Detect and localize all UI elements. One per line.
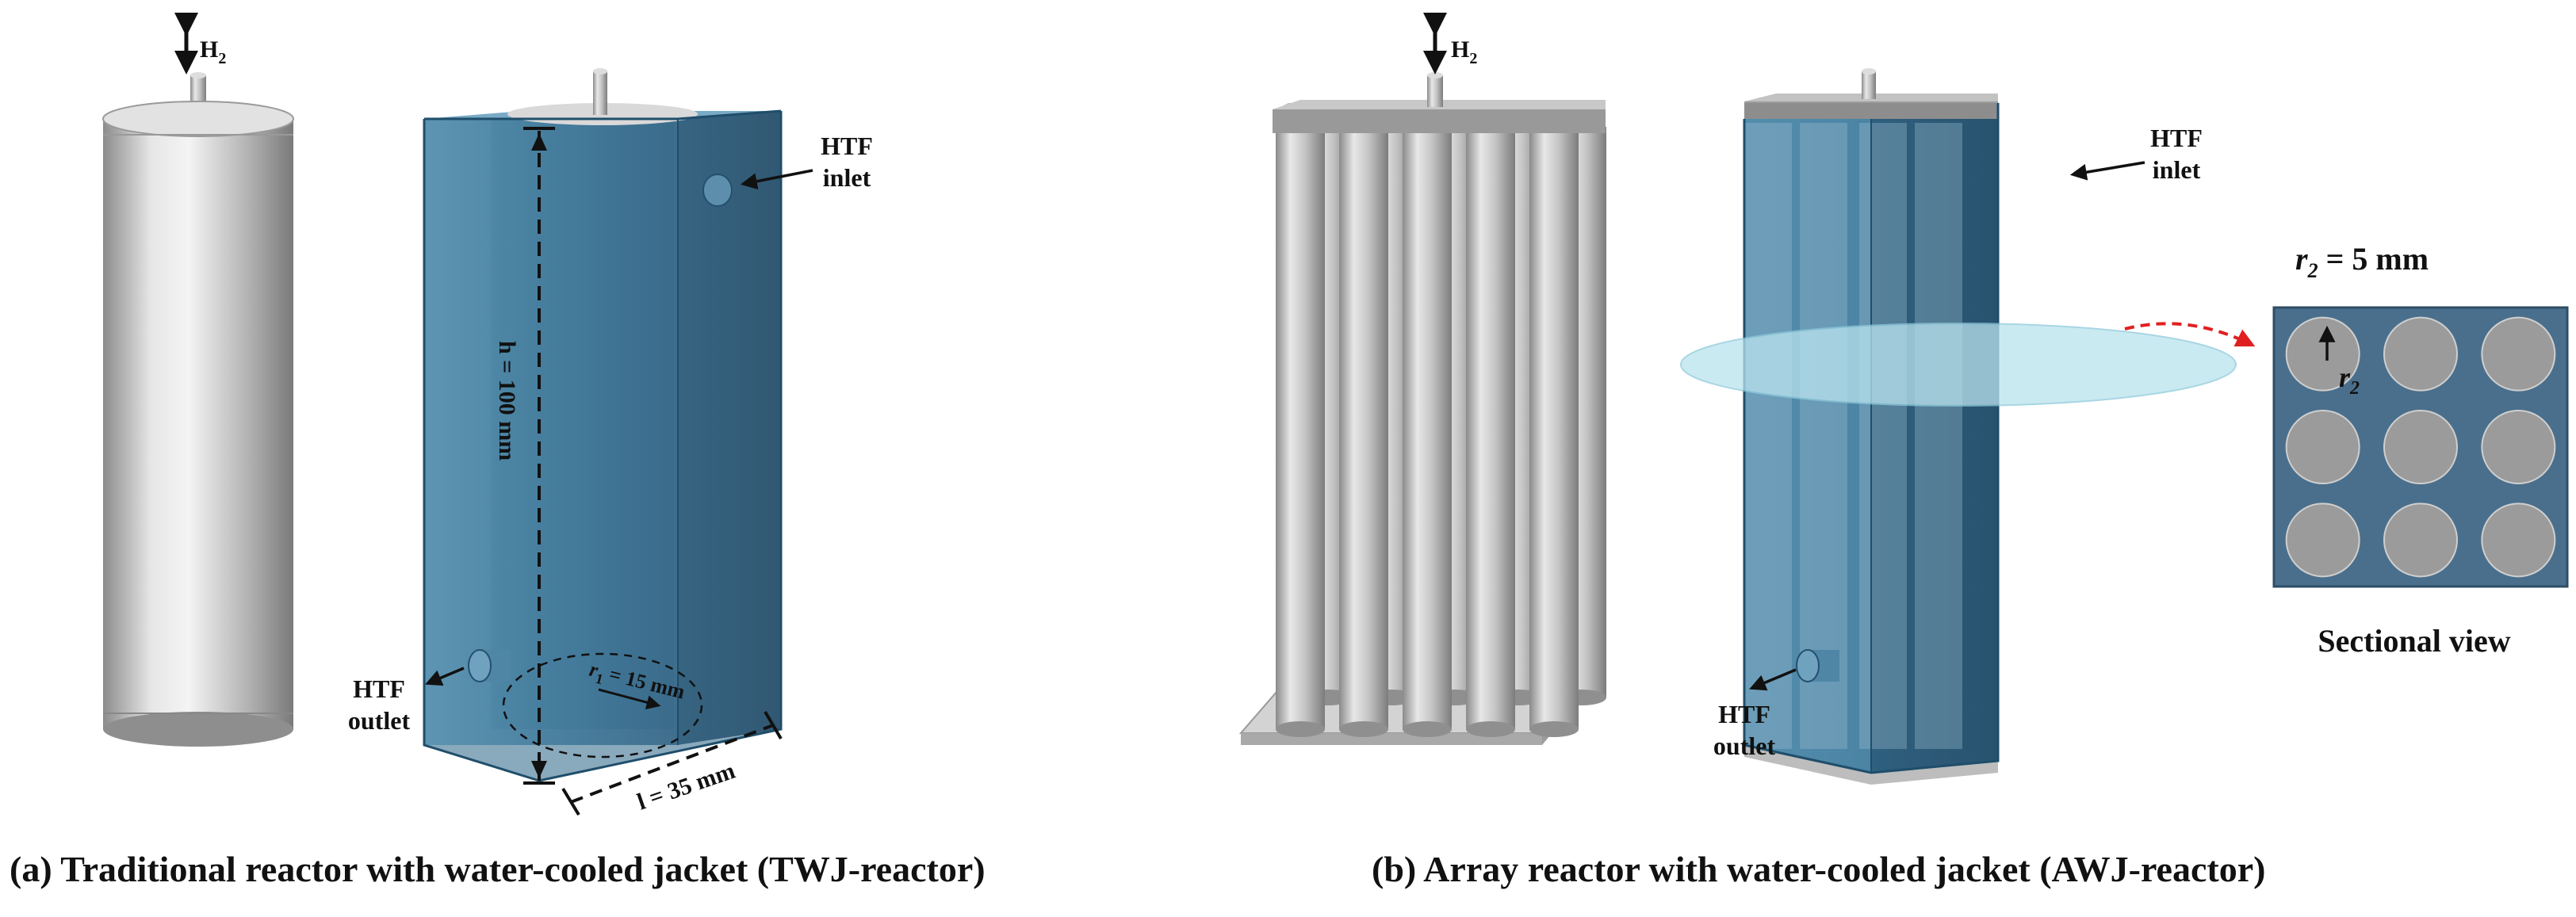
array-tube-base xyxy=(1529,721,1579,737)
jacket-tube-ghost xyxy=(1859,123,1907,749)
array-tube-base xyxy=(1403,721,1452,737)
section-view xyxy=(2272,306,2569,588)
section-tube-circle xyxy=(2285,502,2360,578)
section-tube-circle xyxy=(2383,502,2458,578)
section-tube-circle xyxy=(2285,410,2360,484)
length-label: l = 35 mm xyxy=(634,758,739,816)
array-tube xyxy=(1466,127,1515,729)
array-tube-base xyxy=(1466,721,1515,737)
inlet-arrow-b xyxy=(2069,161,2145,181)
outlet-arrow-a xyxy=(425,667,465,686)
gas-label-a: H2 xyxy=(200,36,226,67)
array-tube-base xyxy=(1276,721,1325,737)
section-radius-label: r2 xyxy=(2339,361,2360,399)
section-tube-circle xyxy=(2383,410,2458,484)
jacket-tube-ghost xyxy=(1800,123,1847,749)
radius1-arrow xyxy=(598,688,661,709)
caption-a: (a) Traditional reactor with water-coole… xyxy=(10,849,986,889)
caption-b: (b) Array reactor with water-cooled jack… xyxy=(1372,849,2266,889)
height-dimension xyxy=(523,127,555,785)
awj-jacket xyxy=(1680,68,2237,785)
gas-label-b: H2 xyxy=(1451,36,1477,67)
section-tube-circle xyxy=(2481,410,2556,484)
twj-bare-cylinder xyxy=(102,72,294,747)
inlet-arrow-a xyxy=(740,169,813,190)
section-tube-circle xyxy=(2481,316,2556,392)
array-tube xyxy=(1339,127,1388,729)
section-tube-circle xyxy=(2481,502,2556,578)
array-tube xyxy=(1403,127,1452,729)
height-label: h = 100 mm xyxy=(494,341,520,460)
outlet-arrow-b xyxy=(1749,668,1797,691)
section-tube-circle xyxy=(2383,316,2458,392)
section-link-arrow xyxy=(2124,322,2256,347)
sectional-view-label: Sectional view xyxy=(2318,623,2510,659)
jacket-tube-ghost xyxy=(1744,123,1792,749)
array-tube xyxy=(1276,127,1325,729)
radius2-title: r2 = 5 mm xyxy=(2295,241,2429,282)
jacket-tube-ghost xyxy=(1915,123,1962,749)
array-tube xyxy=(1529,127,1579,729)
array-tube-base xyxy=(1339,721,1388,737)
section-tube-circle xyxy=(2285,316,2360,392)
twj-jacket xyxy=(423,68,783,782)
length-dimension xyxy=(561,710,783,816)
awj-bare-array xyxy=(1238,72,1606,745)
